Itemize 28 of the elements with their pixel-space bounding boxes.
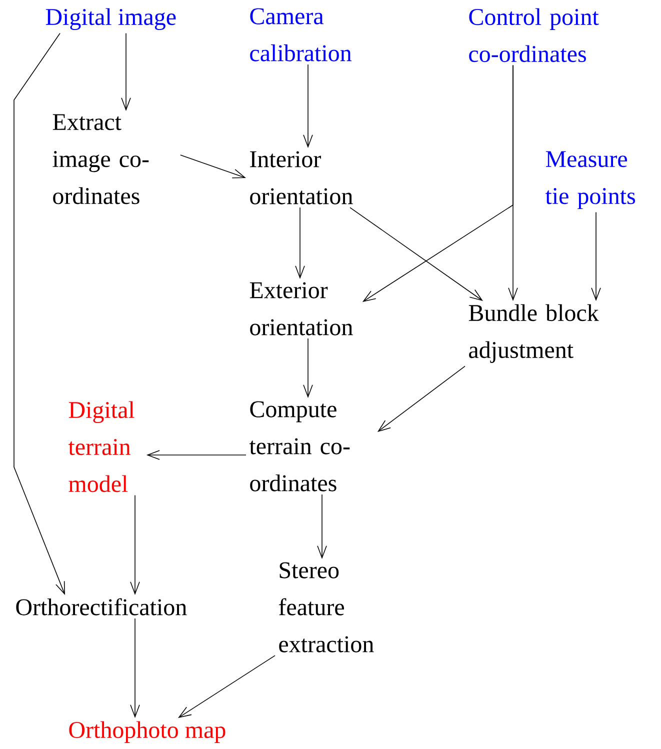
- arrow: [130, 618, 140, 718]
- arrow: [178, 655, 276, 718]
- node-text: Control point co-ordinates: [469, 8, 599, 62]
- node-text: Extract image co-ordinates: [52, 114, 149, 204]
- node-text: Orthophoto map: [69, 721, 226, 743]
- node-text: Orthorectification: [16, 598, 187, 616]
- arrow: [362, 64, 514, 302]
- node-text: Stereo feature extraction: [278, 562, 374, 652]
- node-text: Interior orientation: [250, 151, 353, 204]
- node-text: Exterior orientation: [250, 282, 353, 336]
- node-text: Digital terrain model: [68, 401, 134, 492]
- arrow: [180, 154, 246, 178]
- node-text: Camera calibration: [250, 8, 352, 62]
- arrow: [295, 207, 305, 279]
- arrow: [146, 450, 246, 460]
- arrow: [591, 212, 601, 301]
- node-text: Measure tie points: [545, 151, 635, 210]
- node-text: Bundle block adjustment: [468, 304, 599, 363]
- arrow: [121, 32, 131, 111]
- arrow: [350, 207, 483, 301]
- node-text: Compute terrain co-ordinates: [249, 401, 350, 492]
- arrow: [130, 494, 140, 596]
- arrow: [303, 64, 313, 148]
- arrow: [317, 494, 327, 559]
- arrow: [14, 32, 65, 595]
- arrow: [377, 366, 466, 432]
- node-text: Digital image: [46, 8, 176, 30]
- arrow: [303, 338, 313, 398]
